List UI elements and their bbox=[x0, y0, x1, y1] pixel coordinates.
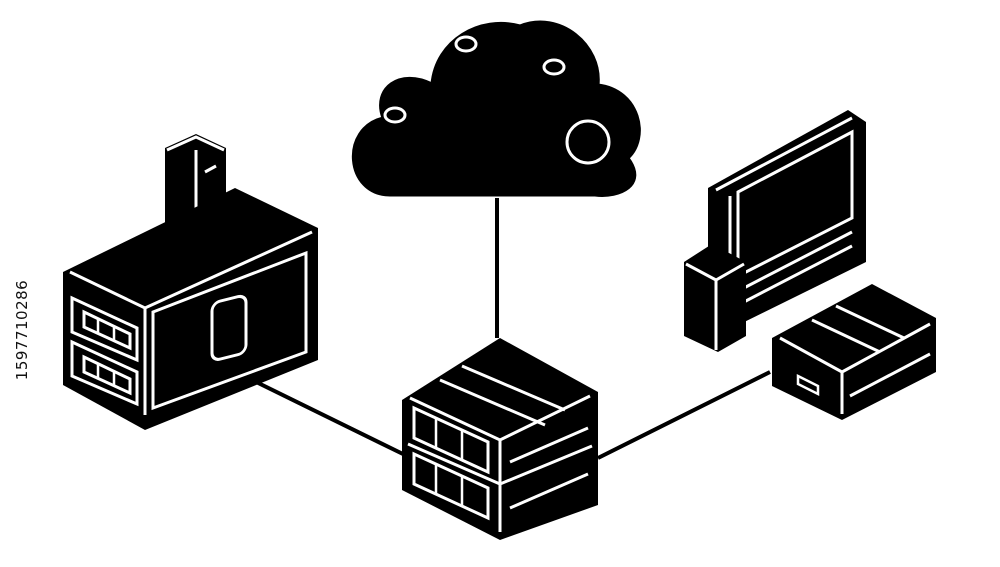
central-server-stack-icon bbox=[402, 338, 598, 540]
stock-id-text: 1597710286 bbox=[13, 279, 31, 381]
stock-id-label: 1597710286 bbox=[0, 200, 44, 460]
cloud-icon bbox=[351, 20, 641, 197]
factory-to-server-line bbox=[247, 376, 406, 457]
storage-box-icon bbox=[772, 284, 936, 420]
connection-lines bbox=[247, 198, 771, 460]
server-to-storage-line bbox=[597, 370, 771, 460]
monitor-icon bbox=[684, 110, 866, 352]
factory-server-icon bbox=[63, 134, 318, 430]
